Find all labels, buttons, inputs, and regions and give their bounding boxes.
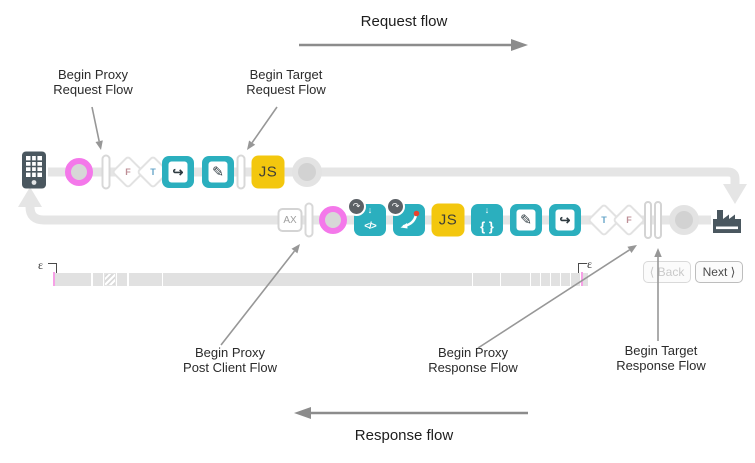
- target-request-sent-node[interactable]: [292, 157, 322, 187]
- assign-message-policy-response[interactable]: ✎: [510, 204, 542, 236]
- callout-arrow-icon: ↪: [555, 209, 575, 231]
- begin-target-request-flow-marker[interactable]: [236, 154, 246, 190]
- timeline-cursor-tick[interactable]: [53, 272, 55, 286]
- javascript-policy-response[interactable]: JS: [431, 203, 465, 237]
- response-flow-line: [25, 206, 711, 225]
- replay-badge-icon: ↷: [386, 197, 405, 216]
- braces-icon: { }: [480, 219, 494, 234]
- target-response-node[interactable]: [669, 205, 699, 235]
- label-begin-proxy-request-flow: Begin Proxy Request Flow: [53, 67, 133, 97]
- analytics-node[interactable]: AX: [277, 208, 303, 232]
- response-flow-title: Response flow: [354, 427, 454, 444]
- timeline-segment-hatched[interactable]: [104, 273, 116, 286]
- begin-target-response-flow-marker[interactable]: [654, 201, 662, 239]
- response-start-node[interactable]: [319, 206, 347, 234]
- service-callout-policy-response[interactable]: ↪: [549, 204, 581, 236]
- extract-variables-policy-response[interactable]: ↓ { }: [471, 204, 503, 236]
- route-arrow-icon: [400, 210, 420, 229]
- timeline-segment[interactable]: [129, 273, 162, 286]
- service-callout-policy[interactable]: ↪: [162, 156, 194, 188]
- next-button[interactable]: Next ⟩: [695, 261, 743, 283]
- label-begin-target-response-flow: Begin Target Response Flow: [616, 343, 706, 373]
- js-label: JS: [438, 211, 458, 229]
- pencil-icon: ✎: [208, 161, 228, 183]
- epsilon-left-bracket: [48, 263, 57, 274]
- begin-proxy-response-flow-marker[interactable]: [644, 201, 652, 239]
- epsilon-left-label: ε: [38, 258, 44, 272]
- request-flow-line: [48, 167, 740, 185]
- label-begin-target-request-flow: Begin Target Request Flow: [246, 67, 326, 97]
- down-arrow-icon: ↓: [484, 205, 490, 215]
- down-arrow-icon: ↓: [367, 205, 373, 215]
- begin-proxy-request-flow-marker[interactable]: [101, 154, 111, 190]
- code-icon: </>: [364, 221, 376, 232]
- response-flow-up-arrow: [18, 187, 42, 207]
- code-policy-response[interactable]: ↷↓ </>: [347, 197, 386, 236]
- timeline-segment[interactable]: [55, 273, 91, 286]
- begin-proxy-post-client-flow-marker[interactable]: [304, 202, 314, 238]
- target-factory-icon[interactable]: [711, 206, 743, 234]
- ax-label: AX: [283, 214, 297, 226]
- replay-badge-icon: ↷: [347, 197, 366, 216]
- proxy-request-start-node[interactable]: [65, 158, 93, 186]
- request-flow-title: Request flow: [360, 13, 448, 30]
- javascript-policy[interactable]: JS: [251, 155, 285, 189]
- js-label: JS: [258, 163, 278, 181]
- callout-arrow-icon: ↪: [168, 161, 188, 183]
- route-policy-response[interactable]: ↷: [386, 197, 425, 236]
- request-flow-down-arrow: [723, 184, 747, 204]
- label-begin-proxy-response-flow: Begin Proxy Response Flow: [428, 345, 518, 375]
- assign-message-policy[interactable]: ✎: [202, 156, 234, 188]
- timeline-segment[interactable]: [93, 273, 103, 286]
- client-phone-icon[interactable]: [21, 151, 47, 189]
- pencil-icon: ✎: [516, 209, 536, 231]
- timeline-segment[interactable]: [117, 273, 127, 286]
- label-begin-proxy-post-client-flow: Begin Proxy Post Client Flow: [183, 345, 277, 375]
